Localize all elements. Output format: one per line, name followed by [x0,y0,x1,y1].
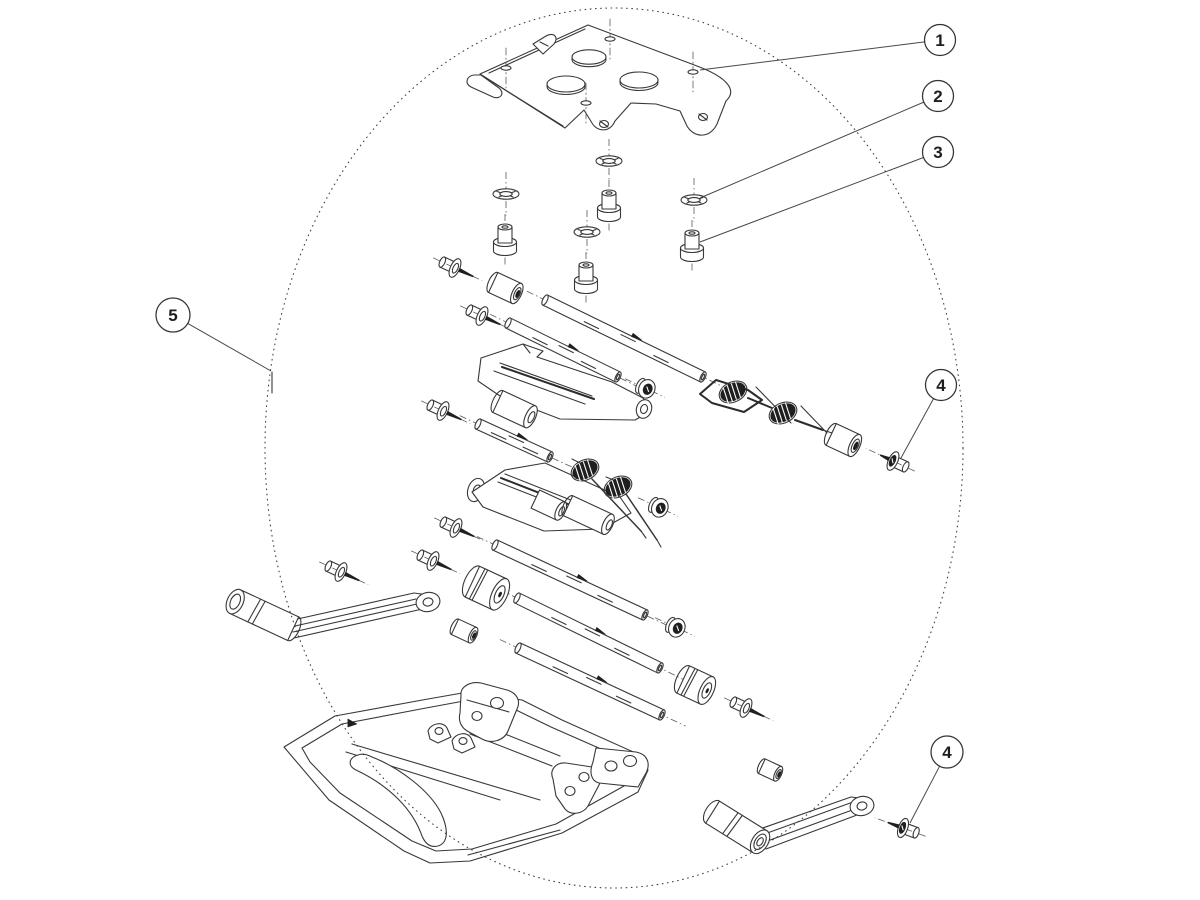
bushing [756,758,784,782]
upper-bracket [477,343,653,429]
shoulder-bolt [596,180,622,231]
leader-line [699,41,925,71]
spring-coil [570,458,600,482]
washer [595,139,623,183]
pivot-rod [499,639,686,727]
pivot-rod [526,290,727,389]
callout-balloon-3: 3 [699,135,955,243]
leader-line [909,765,941,824]
balloon-number: 2 [933,87,942,106]
flange-screw [460,304,510,330]
callout-balloon-4: 4 [900,368,958,459]
balloon-number: 4 [942,743,952,762]
flange-nut [654,616,696,638]
shoulder-bolt [492,214,518,265]
torsion-spring-upper [699,379,833,434]
callout-balloons: 1 2 3 4 4 5 [155,23,964,824]
flange-screw [724,696,774,722]
boundary-ellipse [264,7,964,889]
flange-nut [624,377,666,399]
flange-screw [319,560,369,586]
washer [492,172,520,216]
flange-nut [637,496,679,518]
balloon-number: 4 [936,376,946,395]
balloon-circle [921,79,955,113]
spring-coil [768,401,798,425]
balloon-circle [930,735,964,769]
flange-screw [874,817,926,839]
bushing [486,271,524,305]
callout-balloon-2: 2 [699,79,955,199]
flange-screw [433,256,483,282]
left-link-arm [225,588,441,642]
balloon-number: 1 [935,31,944,50]
flange-screw [434,516,484,542]
balloon-circle [924,368,958,402]
lower-bracket [466,462,632,536]
bushing [823,422,863,458]
leader-line [699,157,924,243]
washer [573,210,601,254]
roller [461,565,511,611]
balloon-number: 3 [933,143,942,162]
leader-line [699,101,924,199]
flange-screw [411,549,461,575]
roller [673,665,717,705]
pivot-rod [498,588,684,680]
callout-balloon-4: 4 [909,735,964,824]
leader-line [187,323,272,372]
pivot-rod [459,415,574,469]
balloon-circle [155,297,191,333]
callout-balloon-5: 5 [155,297,272,372]
pivot-rod [476,536,669,627]
pivot-rod [489,313,642,389]
flange-screw [421,399,471,425]
spring-coil [718,380,748,404]
leader-line [900,398,934,459]
right-link-arm [702,795,875,855]
washer [680,178,708,222]
bushing [449,618,479,644]
spring-coil [603,475,633,499]
callout-balloon-1: 1 [699,23,957,71]
balloon-number: 5 [168,306,177,325]
flange-screw [865,447,915,473]
balloon-circle [921,135,955,169]
torsion-spring-lower [570,458,662,548]
shoulder-bolt [679,220,705,271]
balloon-circle [923,23,957,57]
shoulder-bolt [573,252,599,303]
mounting-plate [466,18,732,136]
base-frame [283,682,649,864]
